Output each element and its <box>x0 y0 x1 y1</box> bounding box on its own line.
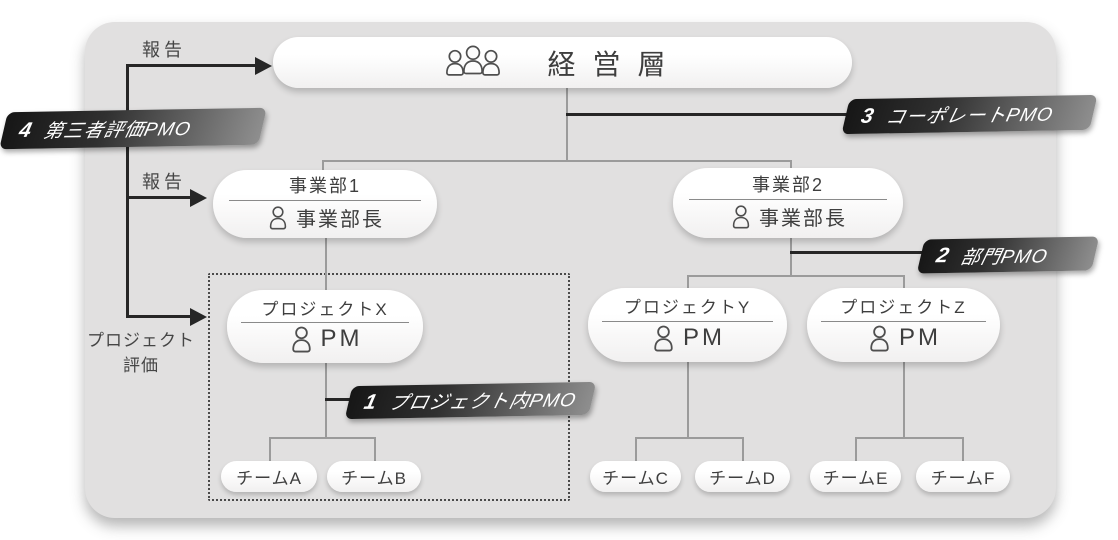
project-z-subtitle: PM <box>899 323 941 351</box>
project-x-subtitle: PM <box>320 325 363 353</box>
node-team-f: チームF <box>916 461 1010 492</box>
node-project-z: プロジェクトZ PM <box>807 288 1000 362</box>
badge-division-pmo: 2 部門PMO <box>916 236 1100 274</box>
node-project-y: プロジェクトY PM <box>588 288 787 362</box>
line-eval-to-exec <box>126 64 256 67</box>
badge-3-number: 3 <box>858 104 877 128</box>
arrow-to-exec-icon <box>255 56 272 75</box>
badge-4-label: 第三者評価PMO <box>41 118 194 143</box>
line-team-b-drop <box>374 437 376 462</box>
line-exec-down <box>566 88 568 160</box>
node-team-c: チームC <box>590 461 681 492</box>
badge-1-number: 1 <box>362 390 380 414</box>
node-division-1: 事業部1 事業部長 <box>213 170 437 238</box>
line-team-e-drop <box>855 437 857 462</box>
badge-4-number: 4 <box>16 118 35 142</box>
line-div2-drop <box>790 160 792 170</box>
project-x-divider <box>240 322 410 324</box>
badge-2-label: 部門PMO <box>958 245 1051 269</box>
line-projz-drop <box>903 275 905 289</box>
node-executive-layer: 経営層 <box>273 37 852 88</box>
arrow-to-div1-icon <box>190 188 207 207</box>
project-z-title: プロジェクトZ <box>840 298 967 318</box>
badge-corporate-pmo: 3 コーポレートPMO <box>841 94 1098 135</box>
node-team-a: チームA <box>221 461 317 492</box>
node-team-e: チームE <box>810 461 901 492</box>
line-div1-to-projx <box>325 237 327 291</box>
badge-3-label: コーポレートPMO <box>883 104 1056 129</box>
badge-2-number: 2 <box>934 244 952 268</box>
line-eval-trunk <box>126 64 129 318</box>
person-icon <box>654 325 673 352</box>
line-div1-drop <box>322 160 324 172</box>
line-projects-spread <box>687 275 903 277</box>
line-divisions-spread <box>322 160 790 162</box>
line-projy-drop <box>687 275 689 289</box>
line-eval-to-projx <box>126 315 191 318</box>
division-2-subtitle: 事業部長 <box>759 207 847 230</box>
line-teams-cd-spread <box>635 437 743 439</box>
project-eval-label-line1: プロジェクト <box>87 331 195 350</box>
division-1-title: 事業部1 <box>288 176 361 197</box>
line-projz-down <box>903 362 905 438</box>
project-x-title: プロジェクトX <box>261 299 389 319</box>
line-div2-down <box>790 237 792 276</box>
badge-third-party-pmo: 4 第三者評価PMO <box>0 107 267 150</box>
node-team-b: チームB <box>327 461 421 492</box>
report-label-top: 報告 <box>142 40 186 60</box>
people-group-icon <box>446 45 501 76</box>
report-label-mid: 報告 <box>142 172 186 192</box>
line-team-d-drop <box>742 437 744 462</box>
line-teams-ef-spread <box>855 437 963 439</box>
executive-layer-label: 経営層 <box>547 48 683 80</box>
division-2-divider <box>689 198 887 200</box>
node-team-d: チームD <box>695 461 790 492</box>
node-project-x: プロジェクトX PM <box>227 290 423 363</box>
person-icon <box>269 206 287 230</box>
project-y-divider <box>601 320 774 322</box>
division-2-title: 事業部2 <box>751 175 824 196</box>
badge-1-label: プロジェクト内PMO <box>386 390 579 415</box>
line-team-a-drop <box>269 437 271 462</box>
line-to-corporate-pmo <box>566 113 851 116</box>
badge-inproject-pmo: 1 プロジェクト内PMO <box>344 381 597 420</box>
division-1-divider <box>228 199 422 201</box>
project-eval-label-line2: 評価 <box>123 356 159 375</box>
project-y-title: プロジェクトY <box>623 298 752 318</box>
project-eval-label: プロジェクト 評価 <box>84 328 198 378</box>
project-z-divider <box>820 320 987 322</box>
person-icon <box>732 205 750 229</box>
person-icon <box>291 326 311 353</box>
person-icon <box>870 325 889 352</box>
division-1-subtitle: 事業部長 <box>296 208 384 231</box>
line-to-division-pmo <box>790 251 926 254</box>
line-team-f-drop <box>962 437 964 462</box>
line-to-inproject-pmo <box>325 398 357 401</box>
line-teams-ab-spread <box>269 437 375 439</box>
line-projy-down <box>687 362 689 438</box>
node-division-2: 事業部2 事業部長 <box>673 168 903 238</box>
line-team-c-drop <box>635 437 637 462</box>
project-y-subtitle: PM <box>683 323 725 351</box>
line-eval-to-div1 <box>126 196 191 199</box>
arrow-to-projx-icon <box>190 307 207 326</box>
